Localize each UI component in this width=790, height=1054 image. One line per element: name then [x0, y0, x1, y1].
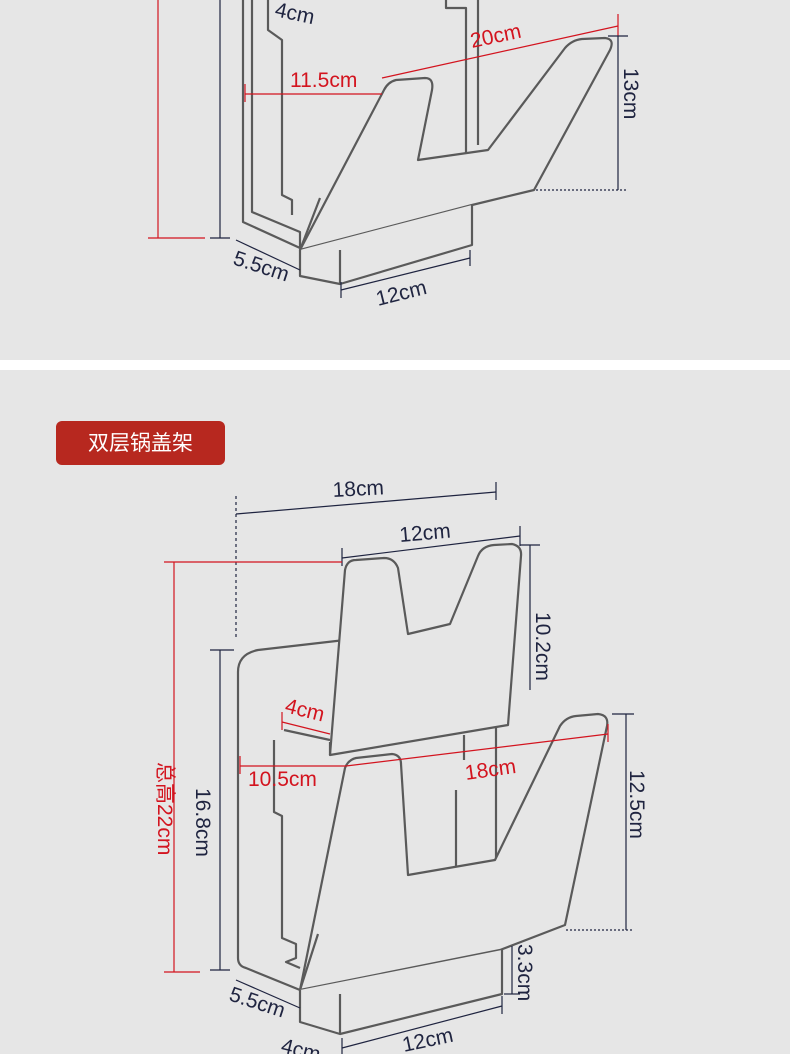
top-rack-rear-post	[444, 0, 468, 160]
total-height-label: 总高22cm	[153, 762, 176, 855]
base-height-label: 3.3cm	[513, 944, 536, 1001]
bottom-rack-dimension-lines	[164, 482, 634, 1054]
top-rack-diagonal-line	[381, 25, 619, 79]
section-title-badge: 双层锅盖架	[56, 421, 225, 465]
lower-tray-width-line	[345, 733, 609, 767]
bottom-rack-lower-tray-fold	[298, 933, 320, 991]
upper-tray-height-label: 10.2cm	[531, 612, 554, 681]
back-height-label: 16.8cm	[191, 788, 214, 857]
bottom-rack-back-frame	[236, 638, 346, 992]
upper-side-depth-line	[281, 721, 331, 735]
base-width-label: 12cm	[400, 1024, 455, 1054]
top-rack-inner-edge	[266, 0, 294, 215]
top-rack-back-frame	[241, 0, 302, 250]
lower-span-label: 10.5cm	[248, 768, 317, 791]
lower-tray-width-label: 18cm	[463, 755, 517, 785]
top-rack-base-depth-label: 5.5cm	[230, 247, 291, 287]
bottom-side-depth-label: 4cm	[279, 1035, 323, 1054]
upper-tray-width-line	[341, 535, 521, 559]
top-rack-height-label: 13cm	[619, 68, 642, 119]
section-divider	[0, 360, 790, 370]
bottom-rack-lower-tray	[298, 712, 609, 992]
upper-tray-width-label: 12cm	[398, 520, 451, 547]
bottom-rack-labels: 18cm 12cm 10.2cm 总高22cm 16.8cm 4cm 10.5c…	[153, 476, 648, 1054]
top-rack-base-depth-line	[235, 239, 301, 271]
bottom-rack-inner-edge	[272, 740, 301, 970]
top-rack-side-depth-label: 4cm	[273, 0, 317, 29]
top-rack-base-width-line	[340, 257, 471, 291]
bottom-rack-upper-clip	[283, 728, 331, 742]
overall-width-line	[235, 491, 497, 515]
bottom-rack-rear-posts	[454, 726, 498, 868]
bottom-rack-illustration	[236, 542, 609, 1036]
top-rack-front-tray	[298, 36, 613, 252]
base-width-line	[341, 1005, 503, 1049]
overall-width-label: 18cm	[332, 476, 384, 502]
top-rack-illustration	[241, 0, 613, 286]
upper-side-depth-label: 4cm	[283, 695, 327, 727]
lower-tray-height-label: 12.5cm	[625, 770, 648, 839]
bottom-rack-upper-tray	[328, 542, 523, 757]
top-rack-diagonal-label: 20cm	[468, 20, 523, 53]
top-rack-inner-span-label: 11.5cm	[290, 69, 357, 92]
top-rack-tray-fold	[298, 197, 322, 251]
top-rack-base-width-label: 12cm	[374, 276, 429, 311]
base-depth-line	[235, 979, 301, 1009]
top-rack-dimension-lines	[148, 0, 628, 298]
